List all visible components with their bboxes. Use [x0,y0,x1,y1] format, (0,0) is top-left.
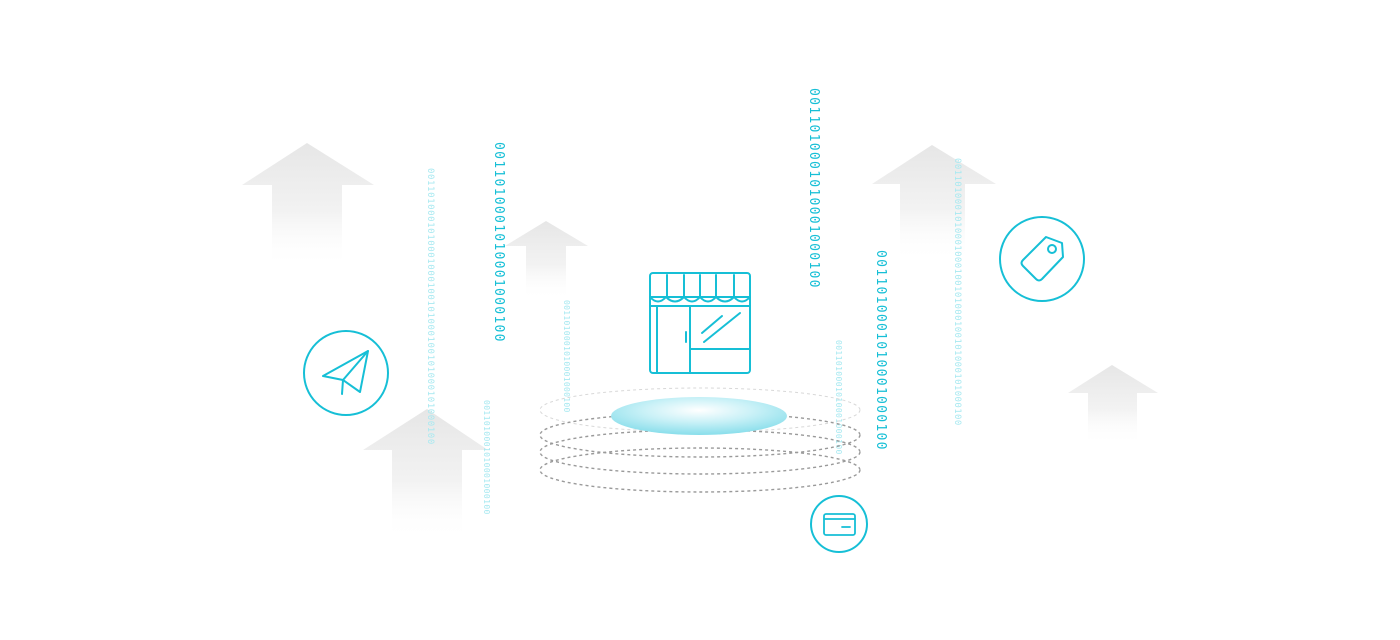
platform-ring [539,447,861,493]
platform [539,387,861,493]
binary-columns: 0011010001010001000100 00110100010100010… [425,88,962,515]
credit-card-icon [823,513,856,536]
binary-string: 0011010001010001000100101000100101000101… [952,158,962,426]
paper-plane-icon [322,350,369,395]
up-arrow-icon [363,409,488,540]
binary-string: 0011010001010001000100 [562,300,571,413]
price-tag-icon [1020,236,1064,282]
up-arrow-icon [505,221,588,300]
binary-string: 0011010001010001000100101000100101000101… [425,168,435,445]
binary-string: 0011010001010001000100 [491,142,506,343]
storefront-icon [649,272,751,374]
paper-plane-button [303,330,389,416]
up-arrow-icon [242,143,374,268]
binary-string: 0011010001010001000100 [482,400,491,515]
price-tag-button [999,216,1085,302]
up-arrow-icon [872,145,996,262]
binary-string: 0011010001010001000100 [834,340,843,455]
binary-string: 0011010001010001000100 [806,88,821,289]
binary-string: 0011010001010001000100 [873,250,888,451]
platform-ring [539,429,861,475]
background-arrows [242,143,1158,540]
credit-card-button [810,495,868,553]
up-arrow-icon [1068,365,1158,445]
platform-disc [611,397,787,435]
